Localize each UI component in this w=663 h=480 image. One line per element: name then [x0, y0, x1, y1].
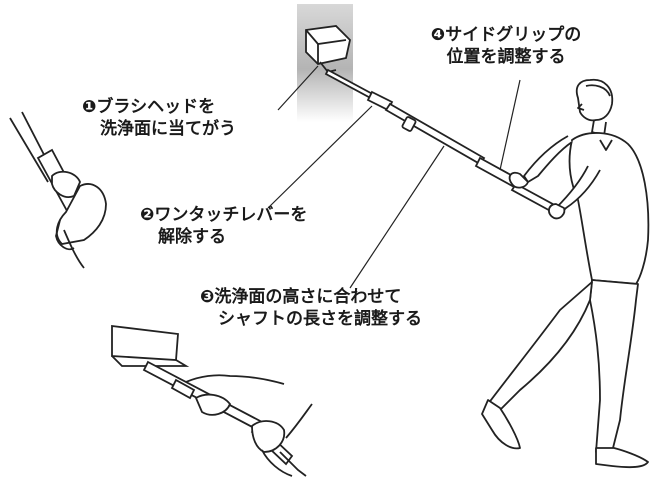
man-figure	[481, 78, 650, 469]
step-1-label: ❶ブラシヘッドを 洗浄面に当てがう	[82, 96, 236, 140]
step-3-label: ❸洗浄面の高さに合わせて シャフトの長さを調整する	[200, 286, 422, 330]
step-2-line-2: 解除する	[158, 227, 226, 247]
leader-line-4	[499, 79, 521, 171]
step-4-number: ❹	[430, 25, 446, 45]
shaft-clip	[401, 116, 417, 132]
shaft	[324, 68, 562, 216]
leader-lines	[267, 65, 521, 289]
step-3-line-1: 洗浄面の高さに合わせて	[214, 287, 402, 307]
step-1-number: ❶	[82, 97, 97, 117]
step-3-number: ❸	[200, 287, 215, 307]
step-4-label: ❹サイドグリップの 位置を調整する	[416, 24, 596, 68]
step-2-number: ❷	[140, 205, 155, 225]
step-1-line-1: ブラシヘッドを	[96, 97, 216, 117]
step-4-line-1: サイドグリップの	[445, 25, 582, 45]
leader-line-3	[349, 145, 445, 289]
inset-hand-lever	[9, 111, 107, 269]
brush-head	[305, 25, 351, 74]
step-2-line-1: ワンタッチレバーを	[154, 205, 308, 225]
step-3-line-2: シャフトの長さを調整する	[218, 309, 422, 329]
step-2-label: ❷ワンタッチレバーを 解除する	[140, 204, 307, 248]
step-4-line-2: 位置を調整する	[446, 47, 566, 67]
step-1-line-2: 洗浄面に当てがう	[100, 119, 236, 139]
inset-hands-shaft	[111, 324, 313, 477]
leader-line-2	[267, 105, 373, 209]
leader-line-1	[277, 65, 319, 111]
